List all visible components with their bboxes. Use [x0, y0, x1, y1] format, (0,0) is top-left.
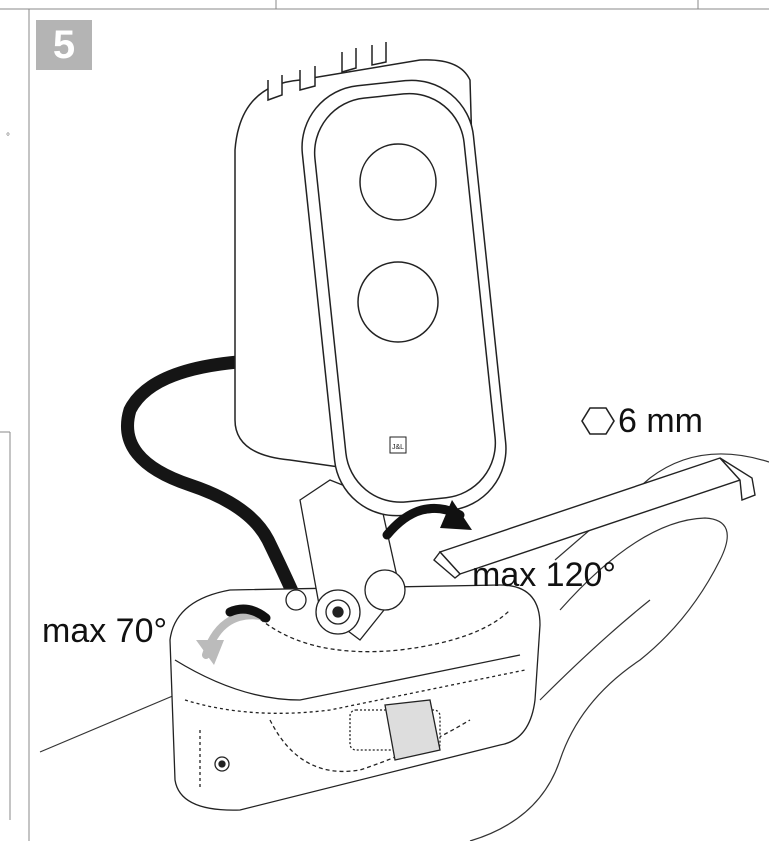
- base-box: [169, 584, 541, 811]
- shelf-surface: [39, 453, 769, 841]
- hex-key-icon: [433, 457, 756, 579]
- swivel-angle-label: max 70°: [42, 612, 168, 650]
- tilt-angle-label: max 120°: [472, 556, 617, 594]
- brand-logo: [389, 436, 407, 454]
- tool-size-label: 6 mm: [618, 402, 703, 440]
- brand-logo-text: J&L: [392, 444, 404, 451]
- speaker-front: [301, 79, 507, 517]
- tweeter: [359, 143, 437, 221]
- step-badge: 5: [36, 20, 92, 70]
- speaker-cable: [121, 355, 303, 607]
- hexagon-icon: [581, 407, 615, 435]
- woofer: [357, 261, 439, 343]
- margin-mark: °: [6, 132, 10, 143]
- hinge-joint: [299, 479, 406, 641]
- rotation-arrow-icon: [196, 500, 472, 665]
